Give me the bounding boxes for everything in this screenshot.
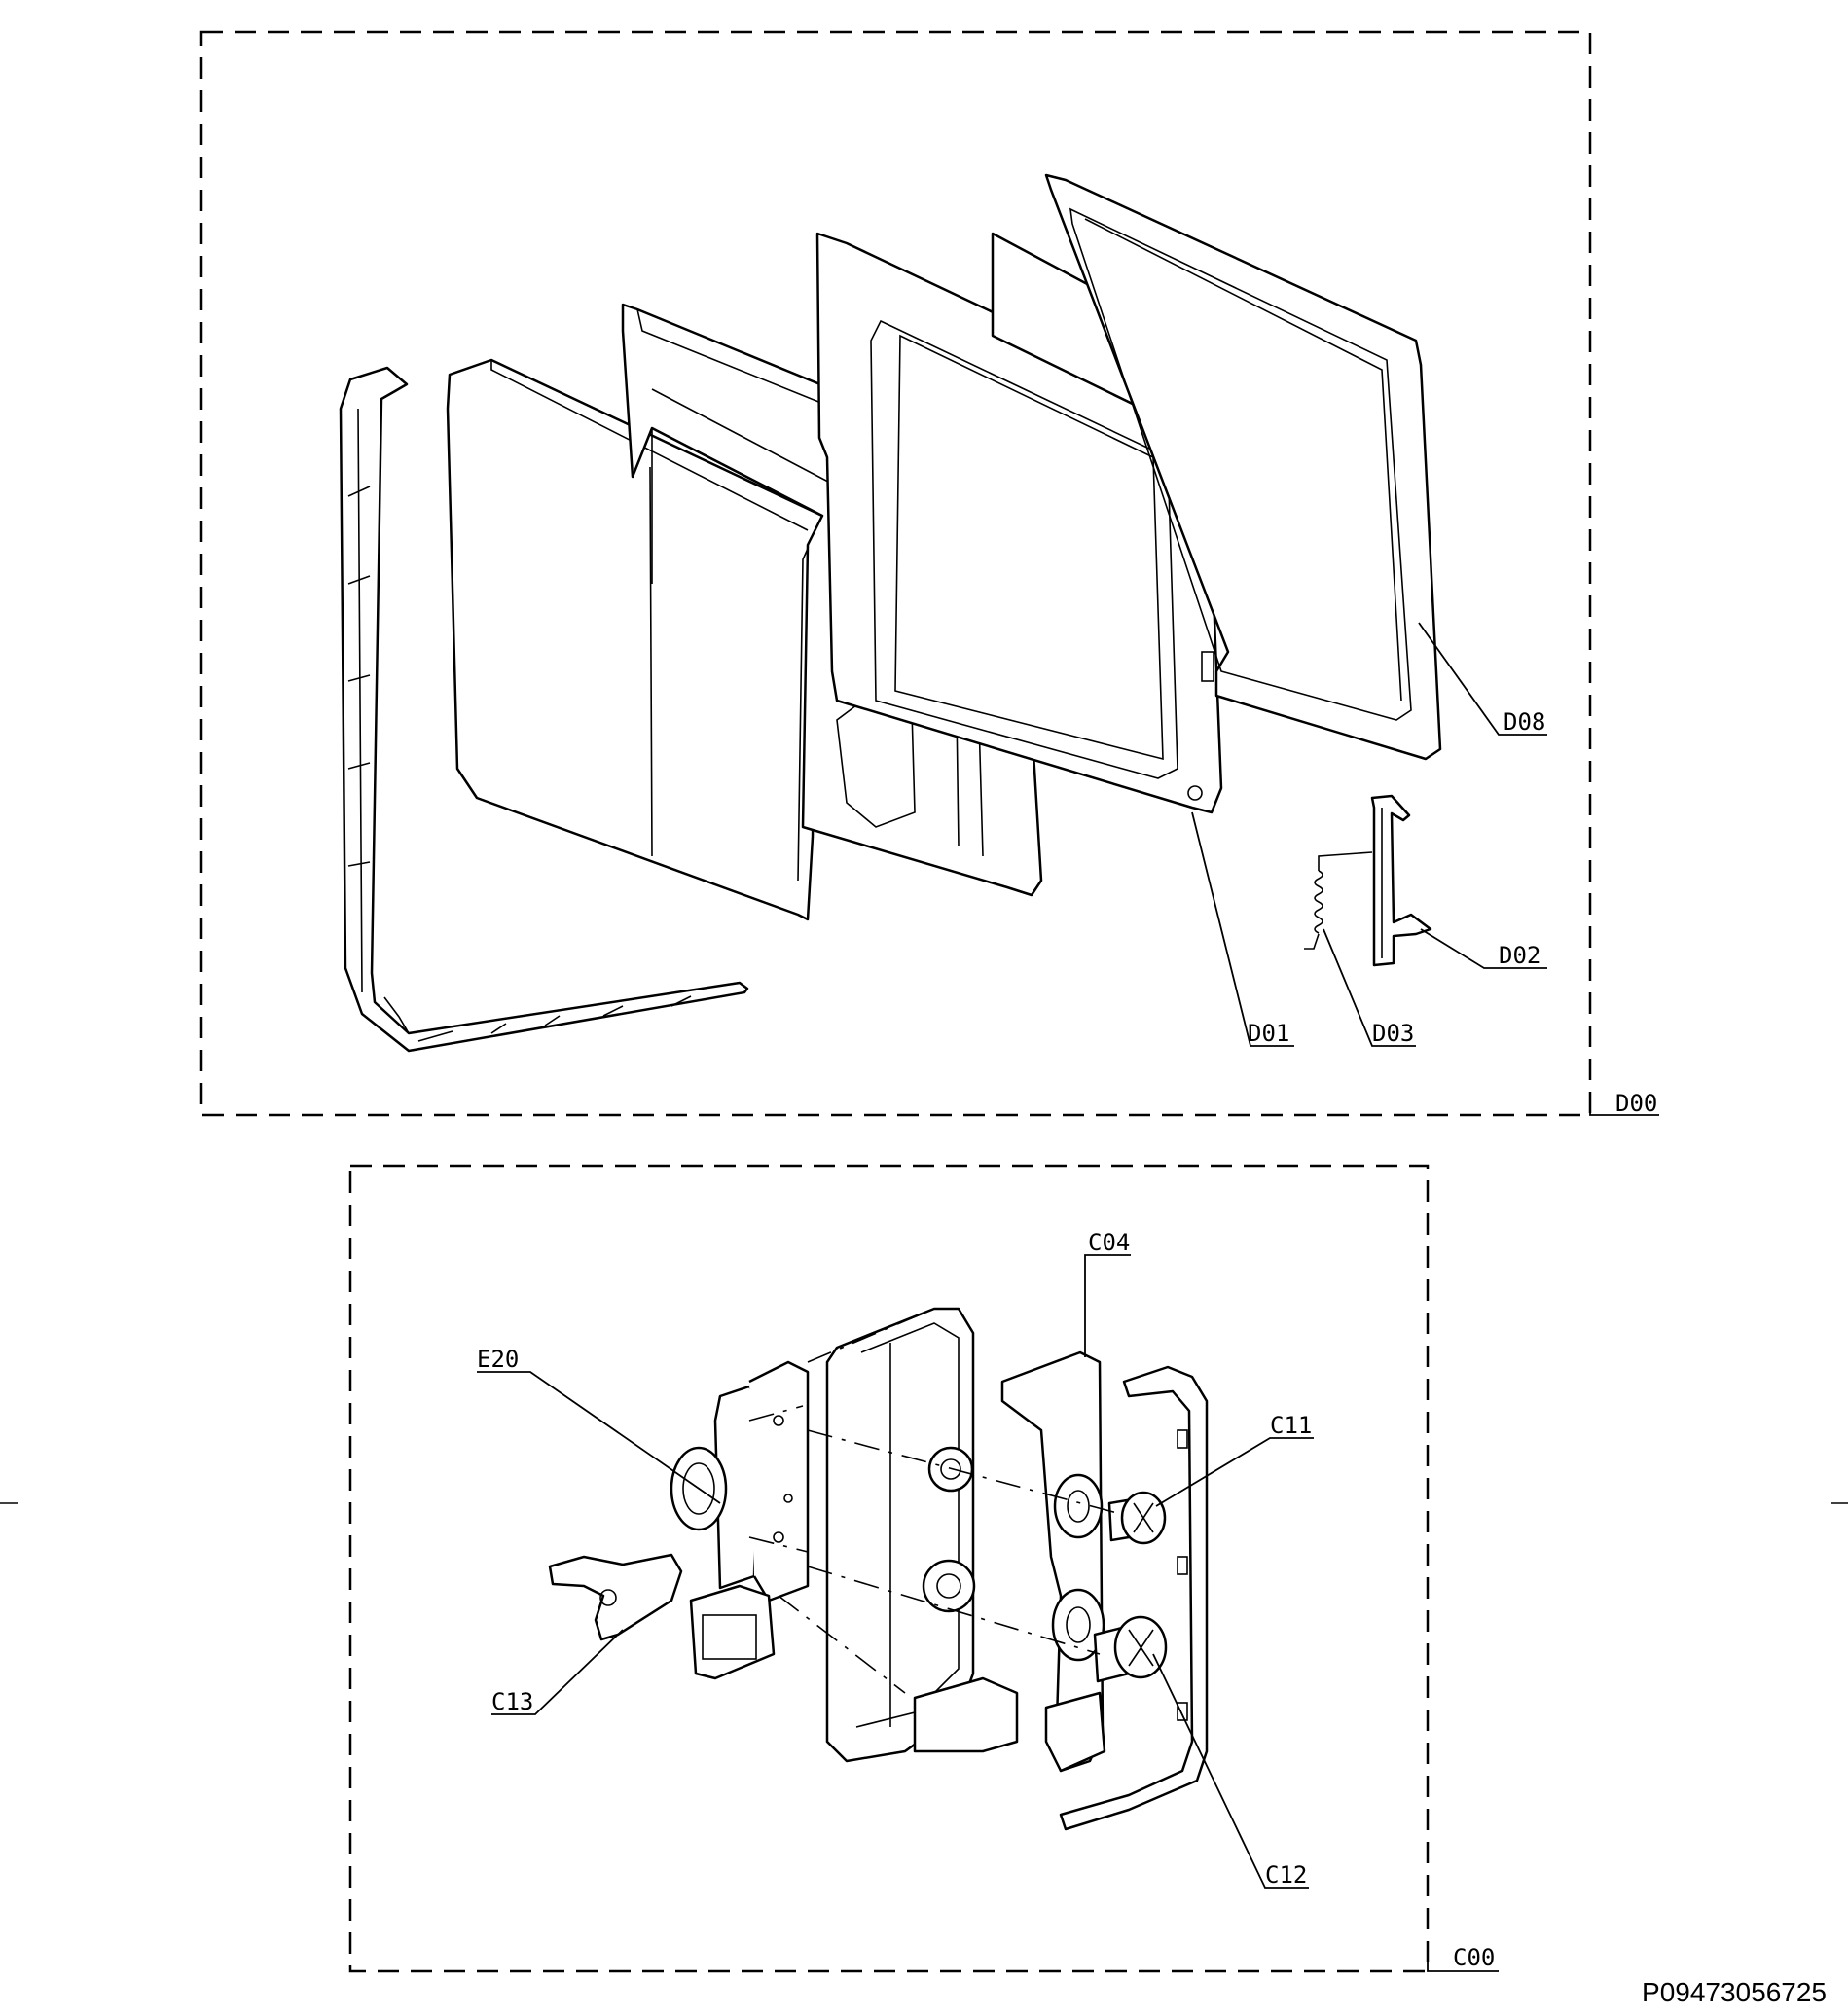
timer-knob: [1107, 1491, 1167, 1545]
label-d03: D03: [1372, 1020, 1414, 1047]
leader-c13: [491, 1629, 624, 1715]
leader-c00: [1427, 1956, 1499, 1972]
leader-d02: [1420, 928, 1547, 969]
assembly-axis-upper: [748, 1405, 1118, 1514]
group-d00: D01 D03 D02 D08 D00: [199, 30, 1659, 1117]
control-panel-housing: [825, 1307, 1019, 1763]
leader-d01: [1191, 811, 1294, 1047]
power-knob: [1093, 1615, 1168, 1683]
assembly-axis-lower: [748, 1536, 1101, 1655]
label-c11: C11: [1270, 1412, 1312, 1439]
label-e20: E20: [477, 1346, 519, 1373]
assembly-axis-bottom: [778, 1595, 906, 1694]
label-d02: D02: [1499, 942, 1540, 969]
leader-c04: [1084, 1254, 1131, 1357]
label-c04: C04: [1088, 1229, 1130, 1256]
leader-d03: [1323, 928, 1416, 1047]
group-d00-boundary: [199, 30, 1592, 1117]
timer-switch-module: [670, 1360, 810, 1602]
door-latch-hook: [1370, 794, 1432, 967]
leader-c12: [1152, 1653, 1309, 1889]
interlock-lever: [548, 1553, 683, 1641]
door-rear-frame: [1044, 173, 1442, 761]
label-c13: C13: [491, 1688, 533, 1715]
latch-spring: [1304, 851, 1373, 950]
outer-door-panel: [446, 358, 824, 921]
leader-c11: [1155, 1437, 1314, 1507]
microswitch-bracket: [689, 1584, 776, 1680]
label-d08: D08: [1504, 708, 1545, 736]
label-c00: C00: [1453, 1944, 1495, 1971]
control-panel-bezel: [1059, 1365, 1209, 1831]
label-d01: D01: [1248, 1020, 1289, 1047]
label-d00: D00: [1615, 1090, 1657, 1117]
group-c00-boundary: [348, 1164, 1430, 1973]
drawing-number: P09473056725: [1642, 1977, 1827, 2007]
leader-d00: [1589, 1099, 1659, 1116]
leader-e20: [477, 1371, 721, 1504]
label-c12: C12: [1265, 1861, 1307, 1889]
control-panel-face: [1000, 1350, 1106, 1773]
door-side-trim: [339, 366, 749, 1053]
group-c00: E20 C04 C11 C12 C13 C00: [0, 1164, 1848, 1973]
assembly-axis-top: [807, 1308, 935, 1363]
leader-d08: [1418, 622, 1547, 736]
